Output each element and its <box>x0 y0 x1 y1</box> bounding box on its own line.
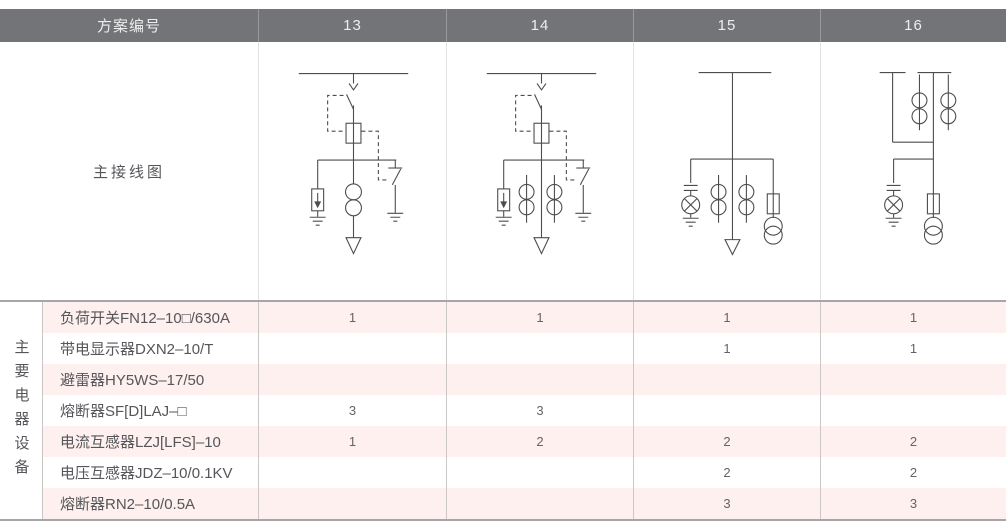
equipment-section-label: 主要电器设备 <box>0 302 43 519</box>
fuse-symbol <box>533 122 550 144</box>
qty-scheme-13 <box>258 457 446 488</box>
qty-scheme-14: 1 <box>446 302 633 333</box>
qty-scheme-16 <box>820 395 1006 426</box>
qty-scheme-14: 3 <box>446 395 633 426</box>
qty-scheme-15: 2 <box>633 426 820 457</box>
qty-scheme-15 <box>633 364 820 395</box>
interlock-linkage <box>515 94 534 132</box>
equipment-name: 电压互感器JDZ–10/0.1KV <box>60 465 233 482</box>
wiring-diagram-scheme-13-icon <box>298 72 409 255</box>
fuse-symbol <box>766 193 780 215</box>
main-wiring-diagram-row: 主接线图 <box>0 42 1006 300</box>
surge-arrester-symbol <box>495 160 512 226</box>
wiring-diagram-scheme-16-icon <box>879 71 957 245</box>
qty-scheme-13 <box>258 333 446 364</box>
interlock-linkage <box>327 94 346 132</box>
equipment-name: 熔断器RN2–10/0.5A <box>43 488 258 519</box>
qty-scheme-14 <box>446 488 633 519</box>
qty-scheme-15: 2 <box>633 457 820 488</box>
diagram-cell-scheme-15 <box>633 42 820 300</box>
equipment-name: 负荷开关FN12–10□/630A <box>43 302 258 333</box>
equipment-name: 熔断器SF[D]LAJ–□ <box>60 403 187 420</box>
qty-scheme-13: 1 <box>258 426 446 457</box>
current-transformer-symbol <box>738 174 755 223</box>
wiring-diagram-scheme-15-icon <box>681 71 783 256</box>
equipment-name: 电流互感器LZJ[LFS]–10 <box>43 426 258 457</box>
equipment-section-label-text: 主要电器设备 <box>12 338 30 483</box>
current-transformer-symbol <box>518 174 535 223</box>
fuse-symbol <box>345 122 362 144</box>
qty-scheme-15: 1 <box>633 333 820 364</box>
qty-scheme-16: 2 <box>820 426 1006 457</box>
voltage-indicator-symbol <box>681 159 701 227</box>
qty-scheme-14 <box>446 364 633 395</box>
equipment-name: 带电显示器DXN2–10/T <box>60 341 214 358</box>
qty-scheme-15 <box>633 395 820 426</box>
main-wiring-diagram-label: 主接线图 <box>92 163 165 181</box>
scheme-number-header: 方案编号 <box>96 18 161 35</box>
qty-scheme-14 <box>446 457 633 488</box>
interlock-linkage <box>549 130 578 181</box>
cable-terminal-symbol <box>533 237 550 255</box>
column-header-scheme-15: 15 <box>633 9 820 42</box>
wiring-diagram-scheme-14-icon <box>486 72 597 255</box>
voltage-transformer-branch <box>923 193 943 245</box>
qty-scheme-16: 3 <box>820 488 1006 519</box>
qty-scheme-16: 1 <box>820 333 1006 364</box>
interlock-linkage <box>361 130 390 181</box>
qty-scheme-14: 2 <box>446 426 633 457</box>
qty-scheme-16: 2 <box>820 457 1006 488</box>
load-switch-symbol <box>346 73 359 110</box>
column-header-scheme-14: 14 <box>446 9 633 42</box>
current-transformer-symbol <box>710 174 727 223</box>
qty-scheme-15: 3 <box>633 488 820 519</box>
column-header-scheme-16: 16 <box>820 9 1006 42</box>
voltage-transformer-branch <box>763 159 783 245</box>
current-transformer-symbol <box>344 160 362 238</box>
fuse-symbol <box>926 193 940 215</box>
current-transformer-symbol <box>546 174 563 223</box>
diagram-cell-scheme-14 <box>446 42 633 300</box>
cable-terminal-symbol <box>345 237 362 255</box>
current-transformer-symbol <box>940 74 957 131</box>
load-switch-symbol <box>534 73 547 110</box>
diagram-cell-scheme-16 <box>820 42 1006 300</box>
qty-scheme-14 <box>446 333 633 364</box>
equipment-table: 主要电器设备 负荷开关FN12–10□/630A 1 1 1 1 带电显示器DX… <box>0 300 1006 521</box>
diagram-cell-scheme-13 <box>258 42 446 300</box>
equipment-name: 避雷器HY5WS–17/50 <box>43 364 258 395</box>
voltage-indicator-symbol <box>884 159 904 227</box>
qty-scheme-16 <box>820 364 1006 395</box>
column-header-scheme-13: 13 <box>258 9 446 42</box>
qty-scheme-13: 1 <box>258 302 446 333</box>
qty-scheme-16: 1 <box>820 302 1006 333</box>
current-transformer-symbol <box>911 74 928 131</box>
surge-arrester-symbol <box>309 160 326 226</box>
qty-scheme-13 <box>258 364 446 395</box>
cable-terminal-symbol <box>724 239 741 256</box>
earthing-switch-symbol <box>387 160 404 222</box>
qty-scheme-13 <box>258 488 446 519</box>
qty-scheme-15: 1 <box>633 302 820 333</box>
earthing-switch-symbol <box>575 160 592 222</box>
scheme-header-row: 方案编号 13 14 15 16 <box>0 9 1006 42</box>
qty-scheme-13: 3 <box>258 395 446 426</box>
